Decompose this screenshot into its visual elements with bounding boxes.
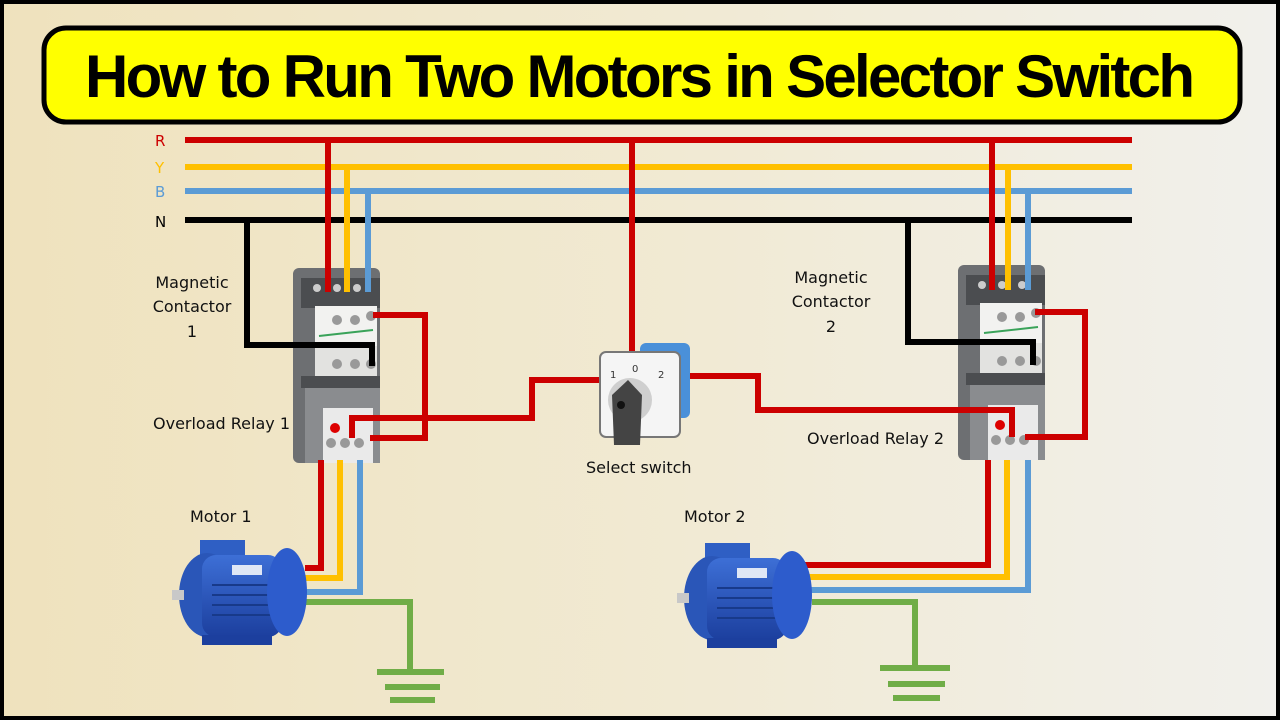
switch-output-2-wire bbox=[688, 373, 1015, 437]
switch-position-0: 0 bbox=[632, 364, 638, 375]
contactor-1-label-line3: 1 bbox=[187, 322, 197, 341]
title: How to Run Two Motors in Selector Switch bbox=[85, 43, 1195, 110]
contactor-2-label-line2: Contactor bbox=[792, 292, 871, 311]
phase-label-r: R bbox=[155, 132, 165, 150]
select-switch-label: Select switch bbox=[586, 458, 692, 477]
phase-label-n: N bbox=[155, 213, 166, 231]
contactor-1-label-line2: Contactor bbox=[153, 297, 232, 316]
overload-relay-1-label: Overload Relay 1 bbox=[153, 414, 290, 433]
selector-switch[interactable]: 1 0 2 bbox=[599, 343, 690, 445]
wiring-right bbox=[805, 140, 1088, 701]
motor-1-label: Motor 1 bbox=[190, 507, 252, 526]
phase-label-y: Y bbox=[154, 159, 165, 177]
motor-2-label: Motor 2 bbox=[684, 507, 746, 526]
title-banner bbox=[41, 25, 1243, 125]
bus-lines bbox=[185, 137, 1132, 223]
switch-position-2: 2 bbox=[658, 370, 664, 381]
contactor-2-label-line3: 2 bbox=[826, 317, 836, 336]
contactor-2-label-line1: Magnetic bbox=[794, 268, 867, 287]
phase-label-b: B bbox=[155, 183, 165, 201]
contactor-1 bbox=[292, 267, 381, 464]
switch-knob-icon[interactable] bbox=[612, 380, 642, 445]
wiring-left bbox=[244, 140, 602, 703]
overload-relay-2-label: Overload Relay 2 bbox=[807, 429, 944, 448]
switch-position-1: 1 bbox=[610, 370, 616, 381]
contactor-1-label-line1: Magnetic bbox=[155, 273, 228, 292]
